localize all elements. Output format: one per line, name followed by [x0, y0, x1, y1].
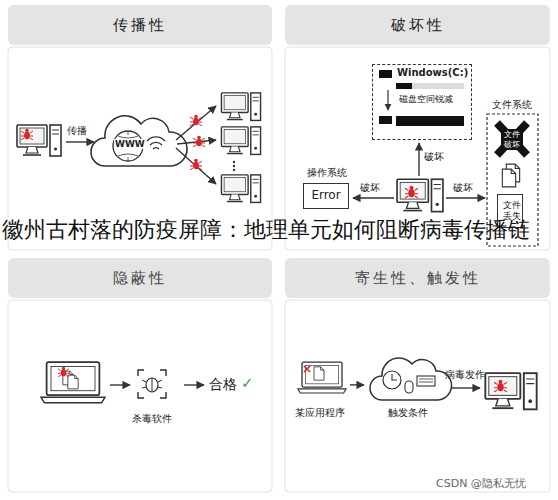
disk-icon	[379, 116, 392, 124]
node-heading: 破坏性	[285, 5, 550, 45]
disk-bar-used	[396, 83, 412, 89]
bug-icon	[190, 115, 202, 126]
doc-icon	[314, 367, 324, 380]
label: WWW	[114, 139, 146, 149]
arrow	[176, 148, 216, 184]
panel: 破坏性Windows(C:)磁盘空间锐减操作系统Error文件系统文件 破坏文件…	[285, 5, 550, 250]
computer-icon	[397, 179, 443, 211]
node-heading: 寄生性、触发性	[285, 258, 550, 298]
bug-icon	[190, 159, 202, 170]
computer-icon	[221, 93, 260, 121]
label: 破坏	[453, 181, 473, 195]
label: 病毒发作	[445, 368, 485, 382]
node-heading: 文件 破坏	[501, 129, 523, 150]
arrow	[446, 197, 485, 198]
computer-icon	[17, 125, 61, 156]
title: 徽州古村落的防疫屏障：地理单元如何阻断病毒传播链	[2, 214, 556, 246]
bug-icon	[193, 136, 205, 147]
os-error-box: 操作系统 Error	[300, 166, 354, 212]
computer-icon	[485, 373, 536, 409]
keyboard-icon	[417, 376, 435, 386]
label: 传播	[67, 124, 87, 138]
label: 破坏	[424, 150, 444, 164]
file-stack-icon	[502, 169, 515, 187]
bug-icon	[405, 186, 418, 198]
node-heading: 操作系统	[300, 166, 354, 180]
node-heading: 传播性	[8, 5, 272, 45]
connector	[350, 384, 364, 385]
scan-bug-legs	[142, 378, 162, 392]
node-text: 磁盘空间锐减	[399, 93, 457, 106]
red-x	[304, 366, 310, 372]
disk-bar	[396, 83, 464, 89]
label: 破坏	[360, 181, 380, 195]
arrow	[176, 106, 216, 140]
watermark: CSDN @隐私无忧	[436, 476, 526, 491]
arrow	[418, 143, 419, 176]
cloud	[370, 358, 452, 400]
node-heading: 文件系统	[482, 98, 542, 112]
node-heading: 杀毒软件	[120, 412, 184, 426]
arrow	[110, 384, 130, 385]
computer-icon	[221, 175, 260, 203]
trigger-node: 触发条件	[364, 346, 452, 422]
doc-icon	[68, 375, 78, 389]
arrow	[353, 197, 394, 198]
x-mark	[497, 123, 527, 155]
computer-icon	[221, 127, 260, 155]
clock-hands	[392, 374, 397, 380]
bug-icon	[58, 367, 69, 377]
disk-icon	[379, 70, 392, 78]
bug-icon	[494, 380, 507, 392]
wifi-icon	[147, 137, 165, 149]
mouse-icon	[405, 381, 413, 393]
bug-icon	[21, 129, 33, 140]
laptop-icon	[41, 362, 105, 403]
disk-box: Windows(C:) 磁盘空间锐减	[372, 64, 472, 140]
node-heading: 某应用程序	[290, 406, 350, 420]
panel-body	[285, 300, 550, 492]
cloud	[91, 116, 187, 166]
node-text: Error	[303, 183, 349, 209]
laptop-icon	[298, 362, 346, 393]
node-heading: 隐蔽性	[8, 258, 272, 298]
arrow	[66, 141, 94, 142]
panel: 传播性	[8, 5, 272, 250]
label: ✓	[241, 374, 254, 392]
arrow	[387, 90, 388, 110]
label: 合格	[209, 376, 237, 394]
keyboard-keys	[419, 379, 433, 382]
panel-body	[8, 300, 272, 492]
dot	[233, 169, 235, 171]
file-damaged-mark: 文件 破坏	[492, 120, 528, 158]
dot	[233, 165, 235, 167]
scan-bracket	[138, 370, 166, 398]
app-node: 某应用程序	[290, 358, 350, 422]
clock-icon	[383, 371, 401, 389]
node-heading: 触发条件	[364, 406, 452, 420]
panel: 寄生性、触发性某应用程序触发条件	[285, 258, 550, 492]
antivirus-node: 杀毒软件	[120, 364, 184, 428]
arrow	[184, 384, 204, 385]
disk-bar-full	[396, 116, 464, 126]
arrow	[452, 387, 480, 388]
panel: 隐蔽性杀毒软件	[8, 258, 272, 492]
node-heading: Windows(C:)	[397, 67, 472, 78]
dot	[233, 161, 235, 163]
